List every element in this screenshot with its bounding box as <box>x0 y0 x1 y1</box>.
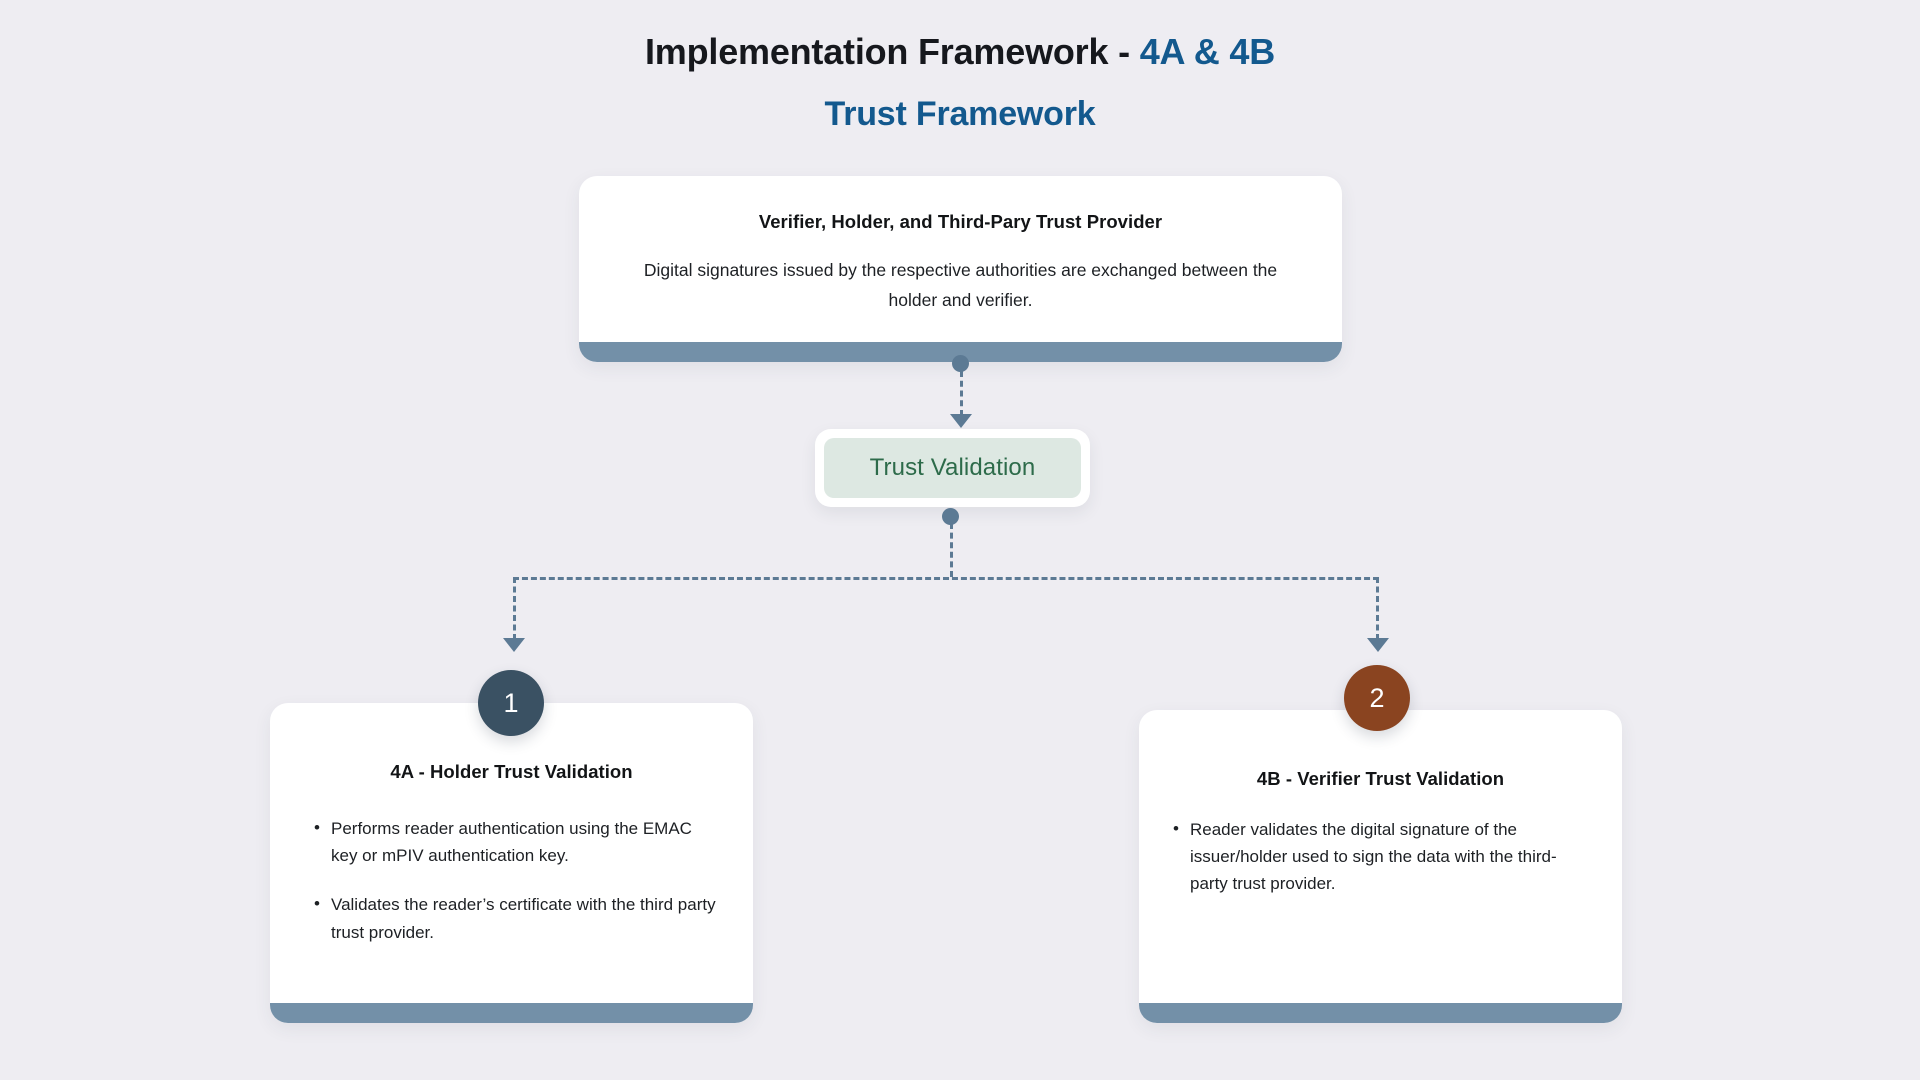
node-trust-validation: Trust Validation <box>815 429 1090 507</box>
page-title-prefix: Implementation Framework - <box>644 31 1140 72</box>
connector-arrow-to-step-1 <box>503 638 525 652</box>
connector-line-branch-horizontal <box>513 577 1379 580</box>
step-4a-bullet-list: Performs reader authentication using the… <box>270 814 753 946</box>
list-item: Validates the reader’s certificate with … <box>314 890 719 945</box>
connector-line-top-to-trust <box>960 371 963 416</box>
list-item: Reader validates the digital signature o… <box>1173 815 1588 898</box>
card-step-4b: 4B - Verifier Trust Validation Reader va… <box>1139 710 1622 1023</box>
top-card-heading: Verifier, Holder, and Third-Pary Trust P… <box>758 211 1163 232</box>
step-4a-footer-bar <box>270 1003 753 1023</box>
connector-arrow-to-step-2 <box>1367 638 1389 652</box>
page-subtitle: Trust Framework <box>824 94 1096 133</box>
connector-arrow-to-trust <box>950 414 972 428</box>
step-badge-1: 1 <box>478 670 544 736</box>
trust-validation-label: Trust Validation <box>824 438 1081 498</box>
step-4a-heading: 4A - Holder Trust Validation <box>390 761 633 782</box>
top-card-body: Digital signatures issued by the respect… <box>643 260 1278 311</box>
connector-dot-trust-bottom <box>942 508 959 525</box>
step-4b-bullet-list: Reader validates the digital signature o… <box>1139 815 1622 898</box>
card-trust-providers: Verifier, Holder, and Third-Pary Trust P… <box>579 176 1342 362</box>
page-title-block: Implementation Framework - 4A & 4B Trust… <box>0 30 1920 135</box>
page-title-accent: 4A & 4B <box>1139 31 1276 72</box>
step-4b-footer-bar <box>1139 1003 1622 1023</box>
connector-dot-top <box>952 355 969 372</box>
step-badge-2: 2 <box>1344 665 1410 731</box>
connector-line-branch-left <box>513 577 516 640</box>
list-item: Performs reader authentication using the… <box>314 814 719 869</box>
step-4b-heading: 4B - Verifier Trust Validation <box>1256 768 1505 789</box>
connector-line-branch-right <box>1376 577 1379 640</box>
connector-line-trust-down <box>950 523 953 577</box>
top-card-footer-bar <box>579 342 1342 362</box>
page-title: Implementation Framework - 4A & 4B <box>0 30 1920 74</box>
step-badge-2-number: 2 <box>1369 682 1385 713</box>
card-step-4a: 4A - Holder Trust Validation Performs re… <box>270 703 753 1023</box>
step-badge-1-number: 1 <box>503 687 519 718</box>
